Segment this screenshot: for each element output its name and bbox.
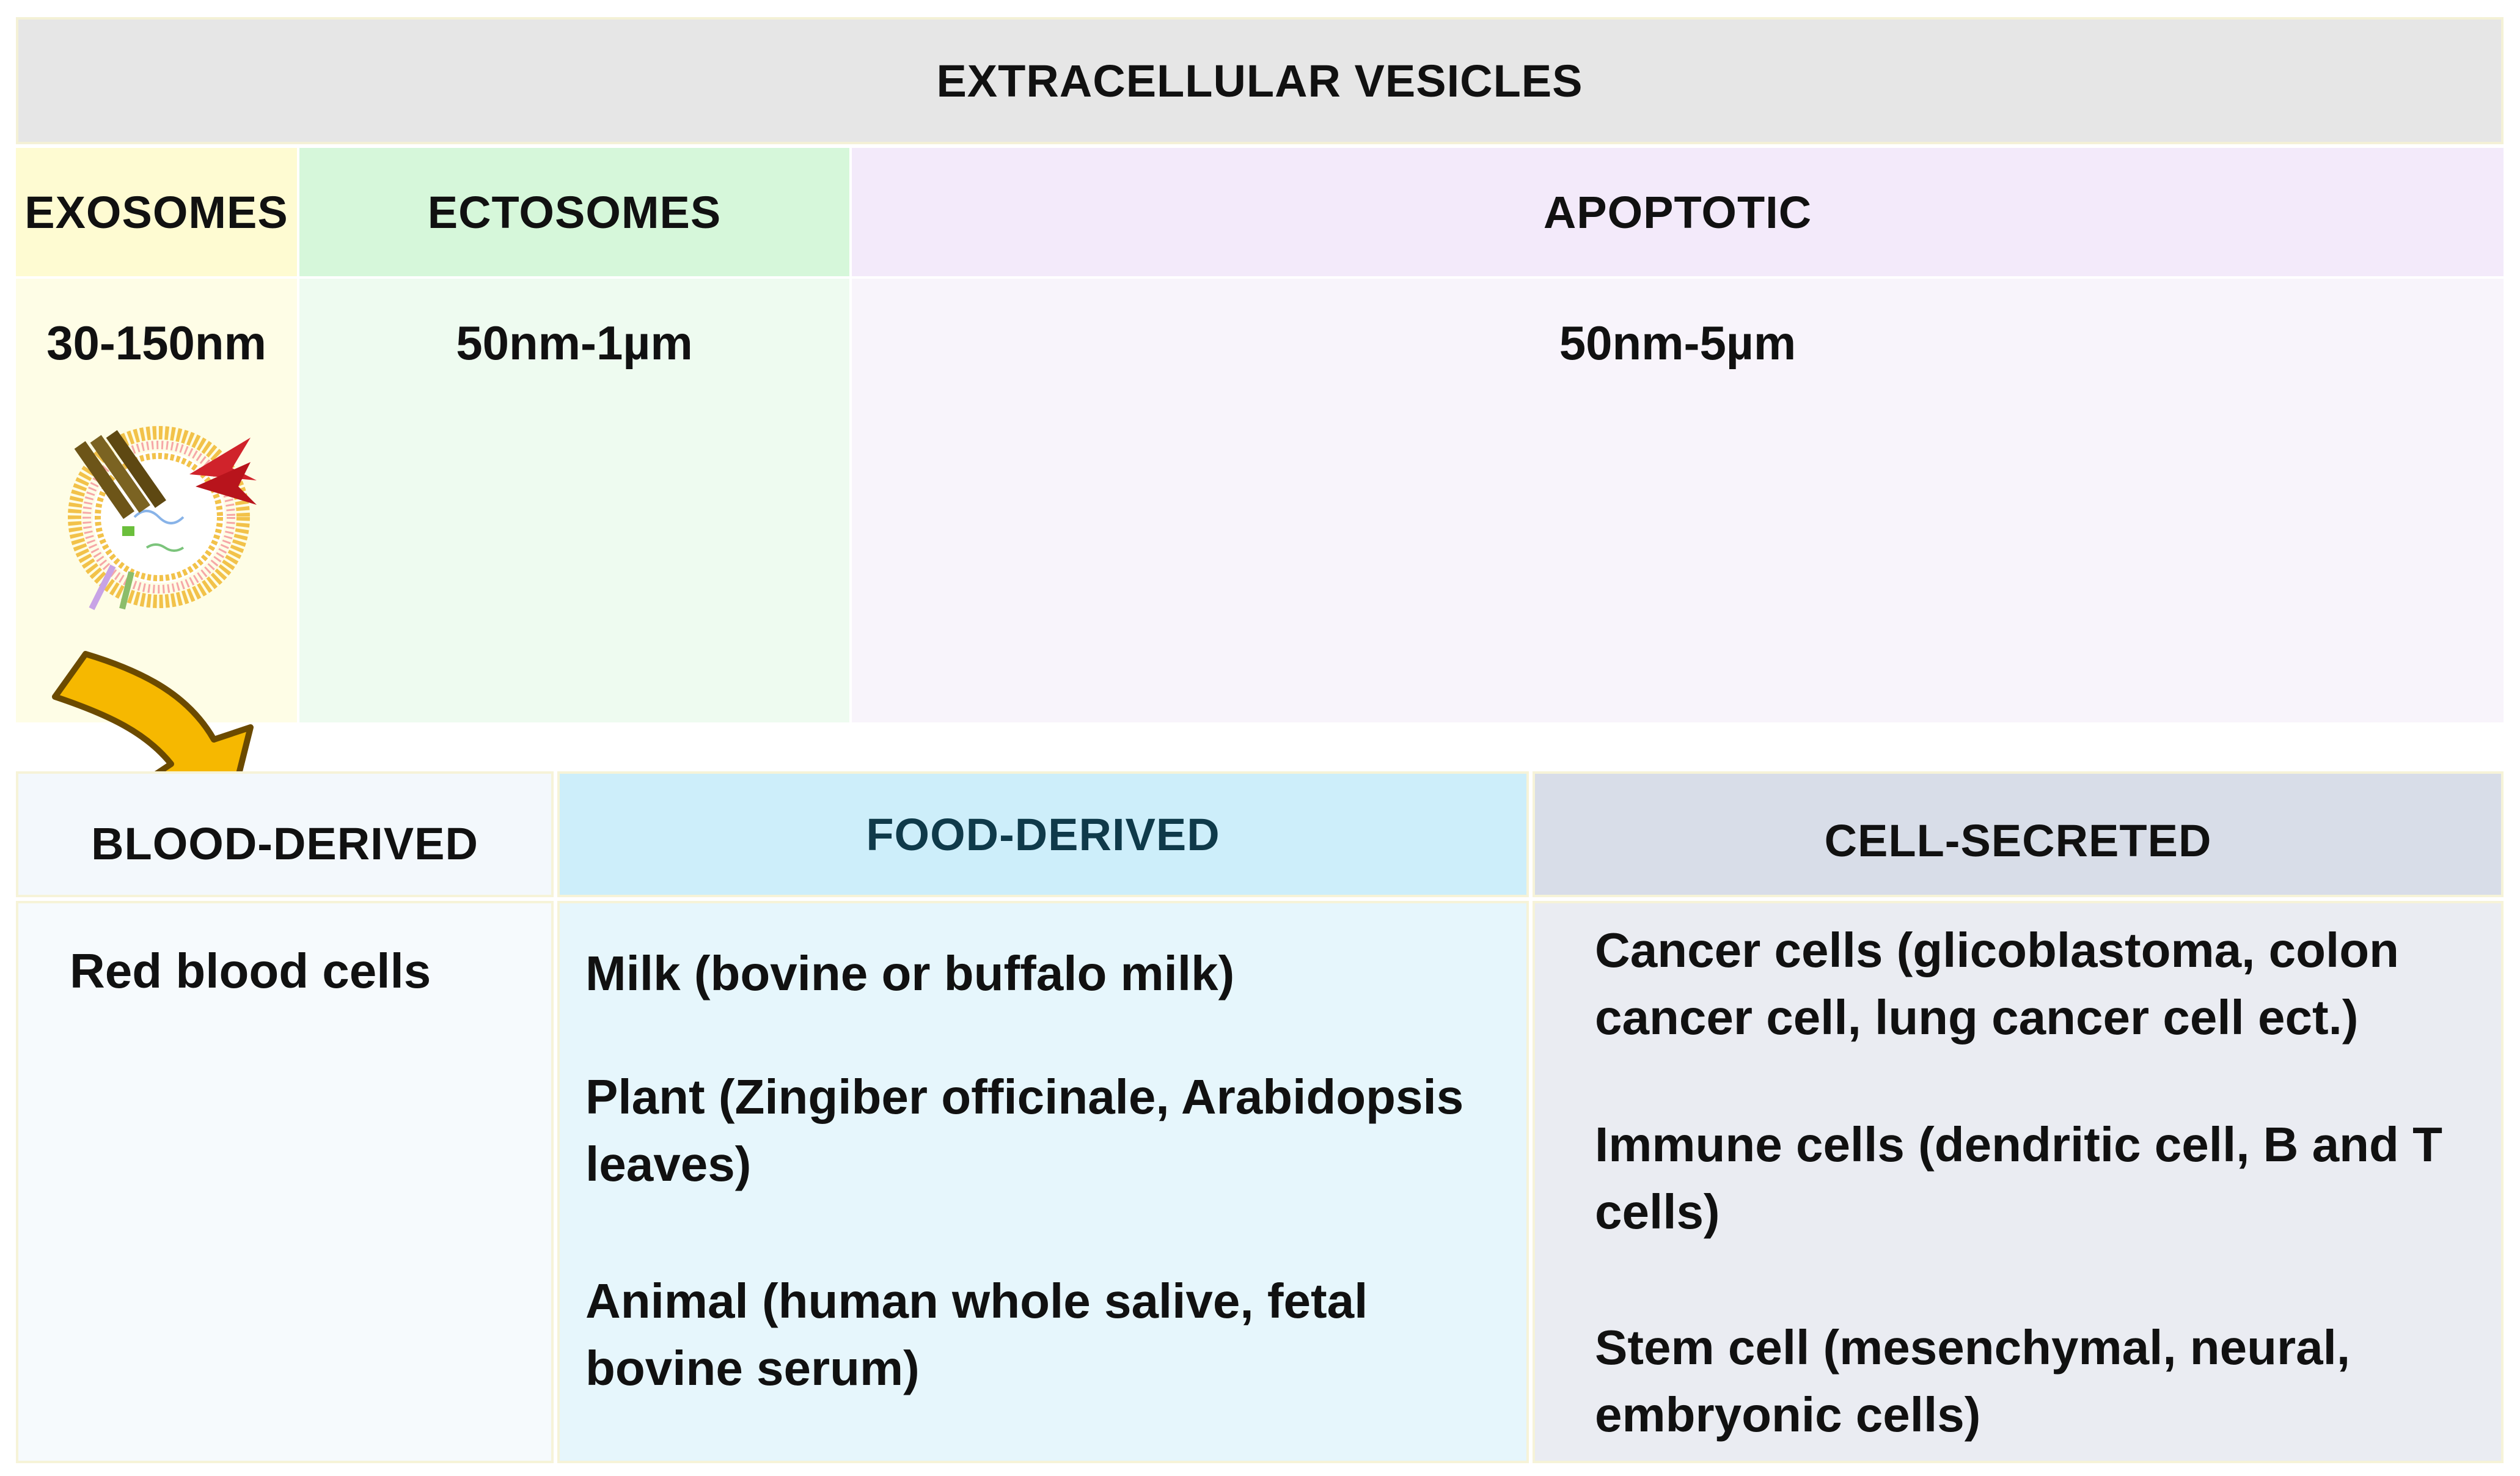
list-cell-secreted: Cancer cells (glicoblastoma, colon cance… (1533, 901, 2504, 1463)
header-food-derived: FOOD-DERIVED (557, 771, 1529, 897)
list-blood-derived: Red blood cells (16, 901, 554, 1463)
cell-ectosomes-size: 50nm-1µm (299, 279, 849, 722)
curved-arrow-icon (52, 651, 254, 804)
list-item: Plant (Zingiber officinale, Arabidopsis … (585, 1070, 1464, 1191)
header-food-derived-label: FOOD-DERIVED (866, 809, 1220, 860)
header-cell-secreted-label: CELL-SECRETED (1824, 815, 2212, 866)
header-apoptotic-label: APOPTOTIC (1543, 186, 1812, 238)
list-item: Milk (bovine or buffalo milk) (585, 946, 1235, 1001)
list-item: Red blood cells (70, 944, 431, 998)
header-exosomes-label: EXOSOMES (24, 186, 288, 238)
list-item: Animal (human whole salive, fetal bovine… (585, 1274, 1368, 1395)
list-food-derived: Milk (bovine or buffalo milk) Plant (Zin… (557, 901, 1529, 1463)
list-item: Cancer cells (glicoblastoma, colon cance… (1595, 923, 2399, 1045)
header-blood-derived-label: BLOOD-DERIVED (91, 818, 478, 869)
exosomes-size-value: 30-150nm (46, 316, 266, 370)
header-blood-derived: BLOOD-DERIVED (16, 771, 554, 897)
list-item: Immune cells (dendritic cell, B and T ce… (1595, 1117, 2442, 1239)
header-apoptotic: APOPTOTIC (852, 148, 2504, 276)
header-ectosomes: ECTOSOMES (299, 148, 849, 276)
cell-apoptotic-size: 50nm-5µm (852, 279, 2504, 722)
apoptotic-size-value: 50nm-5µm (1559, 316, 1797, 370)
diagram-title: EXTRACELLULAR VESICLES (16, 17, 2504, 144)
header-cell-secreted: CELL-SECRETED (1533, 771, 2504, 897)
diagram-title-text: EXTRACELLULAR VESICLES (936, 55, 1583, 106)
header-exosomes: EXOSOMES (16, 148, 297, 276)
exosome-illustration (68, 426, 257, 611)
list-item: Stem cell (mesenchymal, neural, embryoni… (1595, 1320, 2351, 1442)
header-ectosomes-label: ECTOSOMES (427, 186, 722, 238)
ectosomes-size-value: 50nm-1µm (456, 316, 693, 370)
